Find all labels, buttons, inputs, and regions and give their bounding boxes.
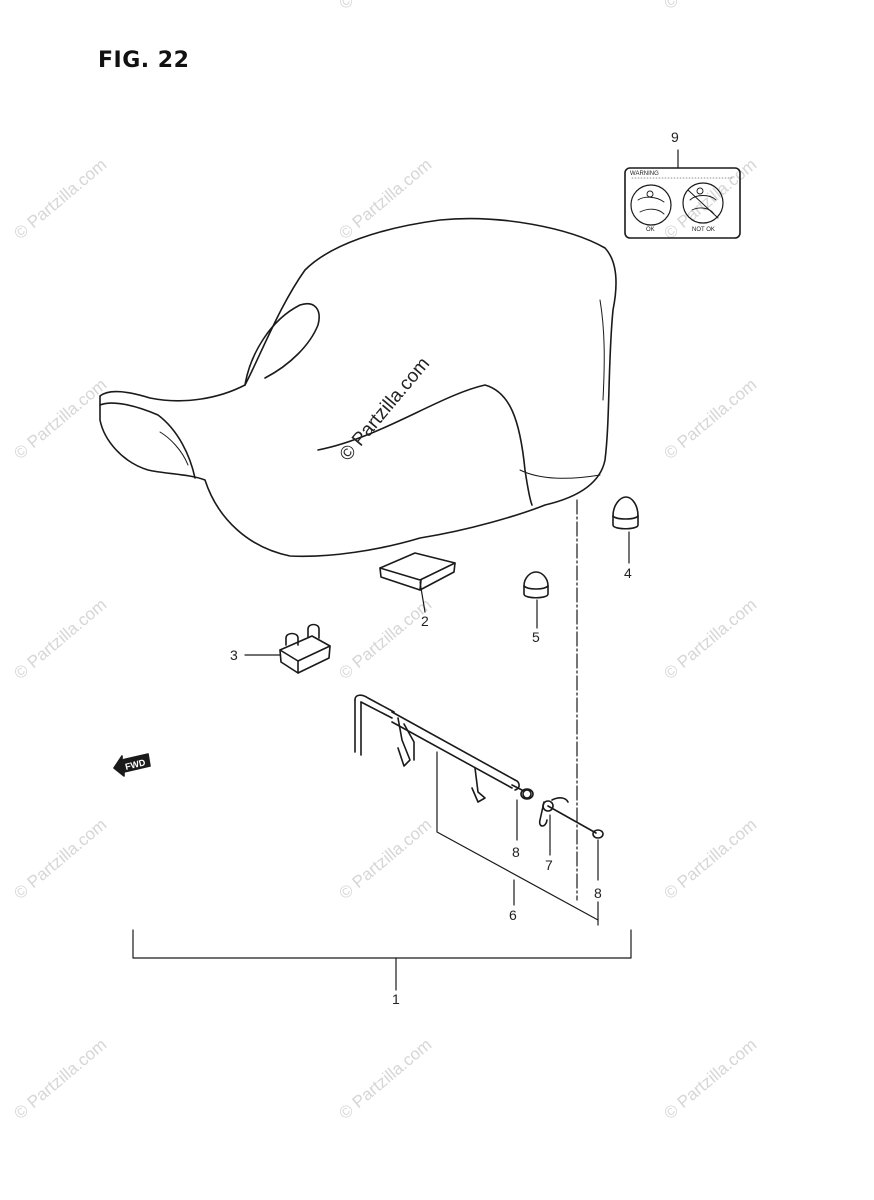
callout-label: 5: [532, 629, 540, 645]
washer-8b-part: [592, 829, 604, 839]
washer-8a-part: [520, 788, 534, 800]
watermark-text: © Partzilla.com: [10, 375, 110, 463]
seat-bracket-part: [279, 623, 331, 674]
callout-label: 1: [392, 991, 400, 1007]
forward-arrow-label: FWD: [124, 757, 147, 772]
watermark-text: © Partzilla.com: [660, 815, 760, 903]
watermark-text: © Partzilla.com: [10, 595, 110, 683]
cushion-pad-part: [379, 552, 456, 591]
bumper-5-part: [523, 571, 549, 599]
callout-labels: 9 4 2 5 3 8 7 8 6 1: [230, 129, 679, 1007]
callout-label: 2: [421, 613, 429, 629]
watermark-text: © Partzilla.com: [660, 375, 760, 463]
callout-label: 4: [624, 565, 632, 581]
callout-label: 9: [671, 129, 679, 145]
warning-label-header: WARNING: [630, 171, 659, 177]
warning-label-part: [624, 167, 741, 239]
watermark-text: © Partzilla.com: [335, 815, 435, 903]
watermark-text: © Partzilla.com: [660, 1035, 760, 1123]
bumper-4-part: [612, 496, 639, 530]
seat-lock-rod-part: [354, 694, 532, 803]
seat-part: [99, 217, 617, 558]
callout-label: 8: [512, 844, 520, 860]
watermark-text: © Partzilla.com: [10, 815, 110, 903]
watermark-text: © Partzilla.com: [660, 0, 760, 13]
watermark-center-text: © Partzilla.com: [336, 354, 434, 466]
watermark-text: © Partzilla.com: [10, 1035, 110, 1123]
callout-label: 3: [230, 647, 238, 663]
callout-label: 6: [509, 907, 517, 923]
watermark-text: © Partzilla.com: [335, 1035, 435, 1123]
watermark-text: © Partzilla.com: [335, 595, 435, 683]
watermark-text: © Partzilla.com: [660, 595, 760, 683]
figure-title: FIG. 22: [98, 48, 190, 73]
forward-arrow-icon: [113, 753, 151, 777]
clip-pin-part: [538, 797, 597, 834]
leader-lines: [132, 149, 679, 991]
watermark-text: © Partzilla.com: [10, 155, 110, 243]
watermark-text: © Partzilla.com: [335, 0, 435, 13]
warning-label-ok: OK: [646, 227, 655, 233]
warning-label-not-ok: NOT OK: [692, 227, 715, 233]
callout-label: 7: [545, 857, 553, 873]
callout-label: 8: [594, 885, 602, 901]
